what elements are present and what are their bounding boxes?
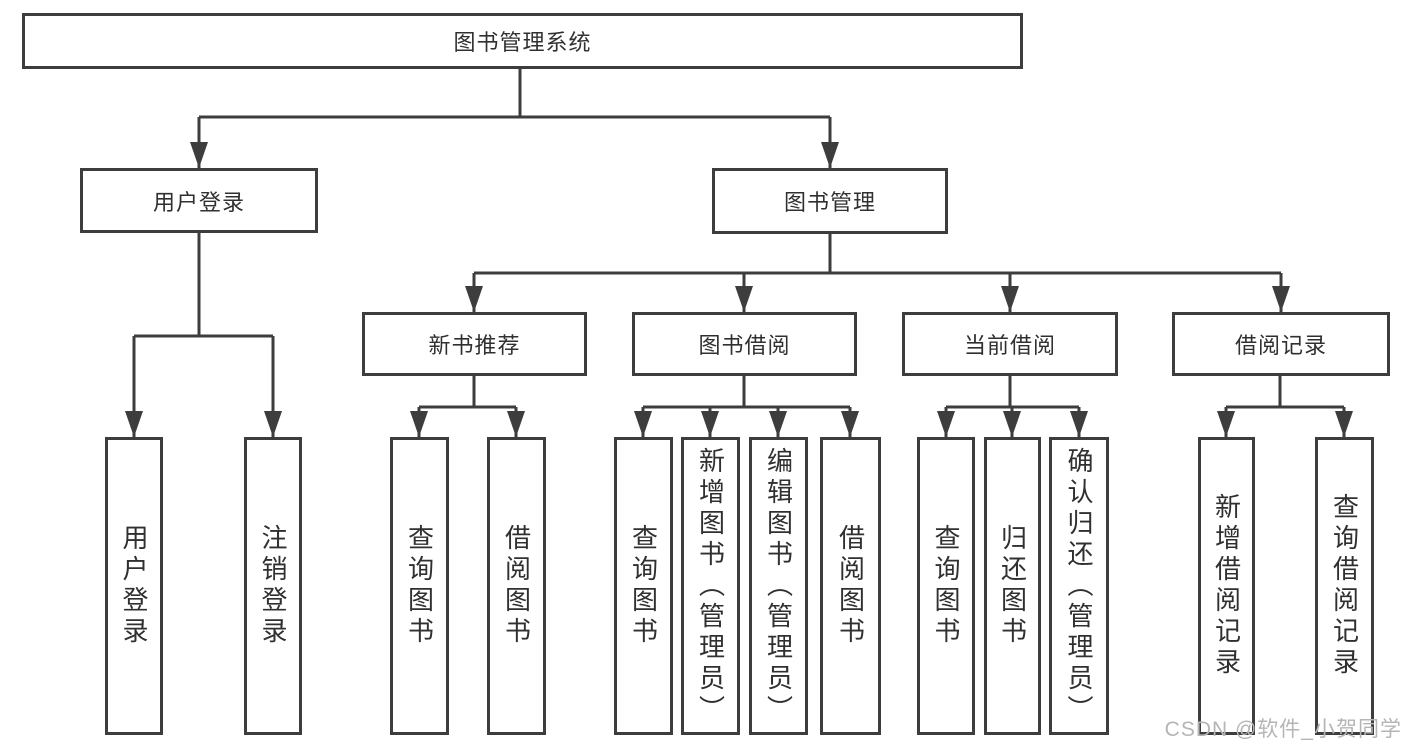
leaf-borrow-books: 借阅图书 [820, 437, 881, 735]
leaf-borrow-books-label: 借阅图书 [835, 524, 866, 648]
leaf-logout: 注销登录 [244, 437, 302, 735]
leaf-query-books-current: 查询图书 [917, 437, 975, 735]
leaf-add-book-admin: 新增图书（管理员） [681, 437, 740, 735]
leaf-confirm-return-admin: 确认归还（管理员） [1049, 437, 1109, 735]
leaf-query-books-borrow-label: 查询图书 [628, 524, 659, 648]
leaf-edit-book-admin: 编辑图书（管理员） [749, 437, 808, 735]
leaf-return-books-label: 归还图书 [997, 524, 1028, 648]
node-current-borrow-label: 当前借阅 [963, 333, 1056, 358]
leaf-confirm-return-admin-label: 确认归还（管理员） [1064, 446, 1094, 726]
leaf-add-book-admin-label: 新增图书（管理员） [695, 446, 726, 726]
node-root-system: 图书管理系统 [22, 13, 1023, 69]
leaf-user-login: 用户登录 [105, 437, 163, 735]
leaf-query-books-recommend: 查询图书 [390, 437, 449, 735]
leaf-edit-book-admin-label: 编辑图书（管理员） [763, 446, 794, 726]
node-current-borrow: 当前借阅 [902, 312, 1118, 376]
node-book-management-label: 图书管理 [783, 190, 876, 215]
node-user-login-label: 用户登录 [152, 189, 245, 215]
leaf-query-books-recommend-label: 查询图书 [404, 524, 435, 648]
leaf-borrow-books-recommend: 借阅图书 [487, 437, 546, 735]
leaf-add-borrow-record-label: 新增借阅记录 [1211, 493, 1242, 679]
leaf-return-books: 归还图书 [984, 437, 1041, 735]
leaf-query-borrow-record: 查询借阅记录 [1315, 437, 1374, 735]
node-user-login: 用户登录 [80, 168, 318, 233]
leaf-query-books-borrow: 查询图书 [614, 437, 673, 735]
node-root-label: 图书管理系统 [453, 30, 592, 55]
node-borrow-records: 借阅记录 [1172, 312, 1390, 376]
node-borrow-records-label: 借阅记录 [1234, 333, 1327, 358]
csdn-watermark: CSDN @软件_小贺同学 [1164, 718, 1402, 741]
node-book-management: 图书管理 [712, 168, 948, 234]
leaf-query-borrow-record-label: 查询借阅记录 [1329, 493, 1360, 679]
leaf-user-login-label: 用户登录 [119, 524, 149, 648]
node-new-book-recommend-label: 新书推荐 [428, 333, 521, 358]
leaf-logout-label: 注销登录 [258, 524, 288, 648]
leaf-query-books-current-label: 查询图书 [931, 524, 961, 648]
node-book-borrow: 图书借阅 [632, 312, 857, 376]
leaf-borrow-books-recommend-label: 借阅图书 [501, 524, 532, 648]
leaf-add-borrow-record: 新增借阅记录 [1198, 437, 1255, 735]
node-new-book-recommend: 新书推荐 [362, 312, 587, 376]
node-book-borrow-label: 图书借阅 [698, 333, 791, 358]
